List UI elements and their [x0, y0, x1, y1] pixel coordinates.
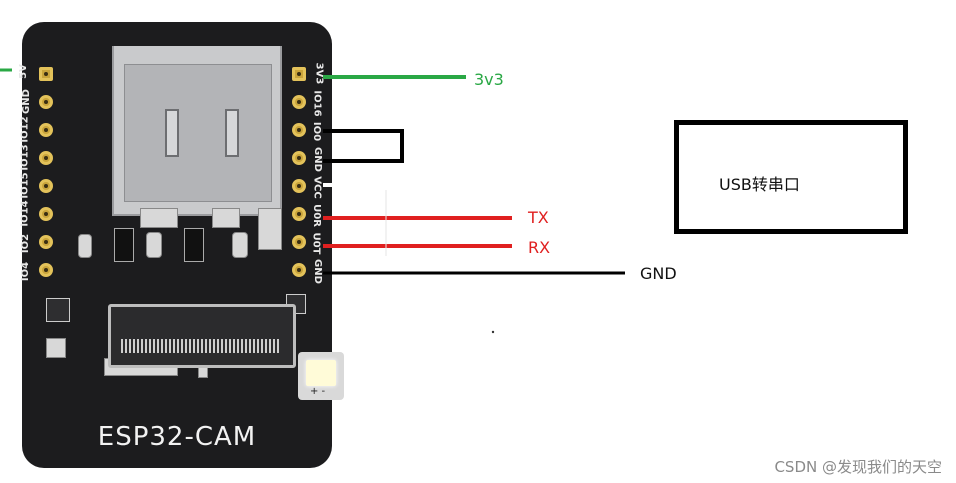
pin-label-5v: 5V	[17, 64, 29, 79]
pad-io16	[292, 95, 306, 109]
board-title: ESP32-CAM	[97, 422, 257, 452]
pad-u0r	[292, 207, 306, 221]
pin-label-io2: IO2	[20, 233, 32, 254]
regulator-2	[184, 228, 204, 262]
flash-polarity-label: + -	[310, 386, 326, 397]
wire-label-3v3: 3v3	[474, 70, 504, 89]
jumper-array	[258, 208, 282, 250]
pin-label-vcc: VCC	[311, 176, 323, 199]
wire-io0-gnd-loop	[323, 129, 404, 163]
pin-label-gnd-right-1: GND	[311, 147, 323, 172]
pin-label-io15: IO15	[19, 172, 31, 199]
resistor-small	[46, 338, 66, 358]
wire-label-gnd: GND	[640, 264, 677, 283]
resistor-array-2	[212, 208, 240, 228]
capacitor-2	[146, 232, 162, 258]
usb-serial-label: USB转串口	[719, 175, 800, 194]
pin-label-3v3: 3V3	[313, 62, 325, 85]
pin-label-u0t: U0T	[310, 232, 322, 255]
pad-5v	[39, 67, 53, 81]
sd-card-latch-right	[225, 109, 239, 157]
pad-io0	[292, 123, 306, 137]
pad-io14	[39, 207, 53, 221]
led-emitter	[306, 360, 336, 386]
pin-label-io4: IO4	[20, 261, 32, 282]
flash-led: + -	[298, 352, 344, 400]
pad-u0t	[292, 235, 306, 249]
regulator-1	[114, 228, 134, 262]
pin-label-io0: IO0	[311, 121, 323, 142]
wire-label-rx: RX	[528, 238, 551, 257]
watermark: CSDN @发现我们的天空	[774, 458, 942, 476]
capacitor-3	[232, 232, 248, 258]
sd-card-latch-left	[165, 109, 179, 157]
pin-label-u0r: U0R	[310, 204, 322, 227]
pad-io15	[39, 179, 53, 193]
sd-card-inner	[124, 64, 272, 202]
stray-dot	[491, 330, 495, 334]
pin-label-io13: IO13	[19, 144, 31, 171]
pin-label-io12: IO12	[19, 116, 31, 143]
connector-pins	[121, 339, 281, 353]
wire-label-tx: TX	[528, 208, 549, 227]
pad-3v3	[292, 67, 306, 81]
pad-vcc	[292, 179, 306, 193]
pin-label-io14: IO14	[19, 200, 31, 227]
camera-connector	[108, 304, 296, 368]
pin-label-gnd-left: GND	[20, 89, 32, 114]
button-reset	[46, 298, 70, 322]
pad-io2	[39, 235, 53, 249]
sd-card-slot	[112, 46, 282, 216]
pad-gnd-right-1	[292, 151, 306, 165]
pin-label-gnd-right-2: GND	[311, 259, 323, 284]
pad-io4	[39, 263, 53, 277]
pad-gnd-left	[39, 95, 53, 109]
resistor-array-1	[140, 208, 178, 228]
esp32-cam-board: 5V GND IO12 IO13 IO15 IO14 IO2 IO4 3V3 I…	[18, 22, 344, 468]
pad-gnd-right-2	[292, 263, 306, 277]
pad-io12	[39, 123, 53, 137]
pad-io13	[39, 151, 53, 165]
usb-serial-adapter: USB转串口	[674, 120, 908, 234]
capacitor-1	[78, 234, 92, 258]
pin-label-io16: IO16	[311, 90, 323, 117]
